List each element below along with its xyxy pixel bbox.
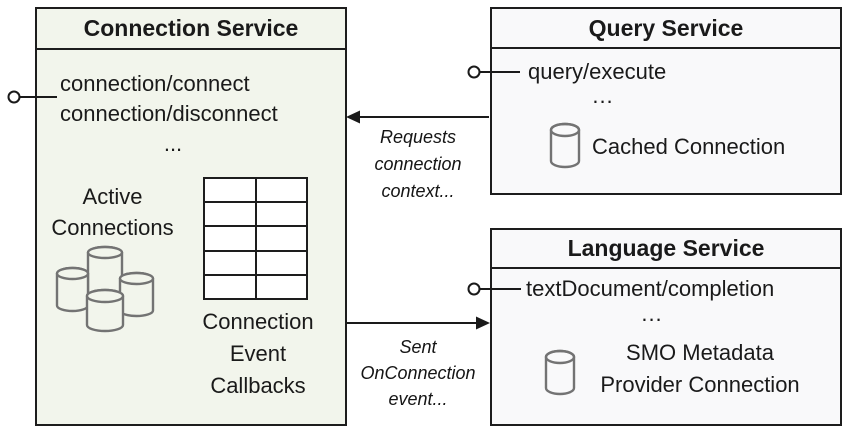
smo-label-line: SMO Metadata (626, 340, 774, 365)
smo-metadata-provider-label: SMO Metadata Provider Connection (580, 337, 820, 401)
callbacks-table-icon (203, 177, 308, 300)
connection-service-title: Connection Service (37, 9, 345, 50)
arrow-connection-to-language (347, 316, 490, 330)
active-connections-label: Active Connections (40, 181, 185, 243)
methods-ellipsis: ... (163, 131, 183, 156)
language-methods-ellipsis: ... (641, 301, 663, 326)
table-cell (205, 227, 255, 250)
sent-onconnection-event-annotation: Sent OnConnection event... (346, 334, 490, 412)
table-cell (205, 251, 255, 274)
cached-connection-cylinder-icon (549, 122, 581, 169)
annotation-line: context... (381, 181, 455, 201)
connection-event-callbacks-label: Connection Event Callbacks (193, 306, 323, 402)
method-query-execute: query/execute (528, 59, 667, 84)
method-textdocument-completion: textDocument/completion (526, 276, 775, 301)
annotation-line: event... (388, 389, 448, 409)
language-service-box: Language Service textDocument/completion… (490, 228, 842, 426)
table-cell (205, 203, 255, 226)
requests-connection-context-annotation: Requests connection context... (346, 124, 490, 205)
annotation-line: Sent (399, 337, 437, 357)
table-cell (256, 251, 306, 274)
smo-metadata-cylinder-icon (544, 349, 576, 396)
method-connection-disconnect: connection/disconnect (60, 101, 278, 126)
callbacks-line: Connection (202, 309, 314, 334)
active-connections-line: Active (82, 184, 143, 209)
table-cell (256, 275, 306, 298)
connection-service-methods: connection/connect connection/disconnect… (60, 69, 286, 159)
annotation-line: OnConnection (360, 363, 476, 383)
arrow-query-to-connection (346, 110, 489, 124)
method-connection-connect: connection/connect (60, 71, 250, 96)
callbacks-line: Callbacks (210, 373, 306, 398)
table-cell (256, 203, 306, 226)
query-service-title: Query Service (492, 9, 840, 49)
connection-service-box: Connection Service connection/connect co… (35, 7, 347, 426)
callbacks-line: Event (229, 341, 287, 366)
query-service-box: Query Service query/execute ... Cached C… (490, 7, 842, 195)
table-cell (256, 227, 306, 250)
annotation-line: connection (374, 154, 462, 174)
cached-connection-label: Cached Connection (592, 134, 786, 159)
active-connections-cylinders-icon (55, 245, 155, 333)
active-connections-line: Connections (51, 215, 174, 240)
language-service-title: Language Service (492, 230, 840, 269)
annotation-line: Requests (379, 127, 457, 147)
table-cell (205, 275, 255, 298)
table-cell (205, 179, 255, 202)
query-methods-ellipsis: ... (592, 83, 614, 108)
table-cell (256, 179, 306, 202)
smo-label-line: Provider Connection (600, 372, 800, 397)
